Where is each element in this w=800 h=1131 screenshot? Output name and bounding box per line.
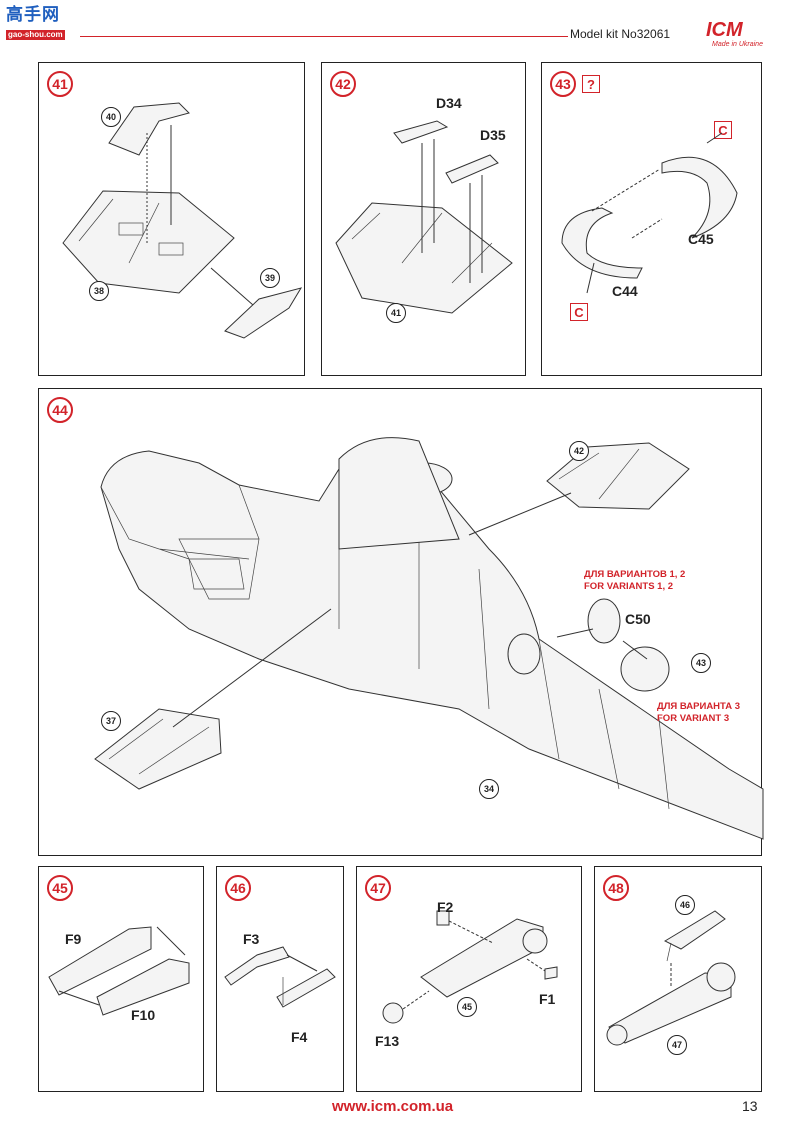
part-label-c44: C44 <box>612 283 638 299</box>
step-46-drawing <box>224 946 336 1008</box>
part-label-c45: C45 <box>688 231 714 247</box>
step-number-44: 44 <box>47 397 73 423</box>
step-48-drawing <box>606 910 736 1046</box>
step-47-panel: 47 F2 F1 F13 45 <box>356 866 582 1092</box>
step-number-47: 47 <box>365 875 391 901</box>
part-label-f9: F9 <box>65 931 82 947</box>
brand-tagline: Made in Ukraine <box>712 41 763 48</box>
note-variants-1-2: ДЛЯ ВАРИАНТОВ 1, 2 FOR VARIANTS 1, 2 <box>584 569 685 593</box>
part-badge-45: 45 <box>457 997 477 1017</box>
step-48-panel: 48 46 47 <box>594 866 762 1092</box>
step-46-panel: 46 F3 F4 <box>216 866 344 1092</box>
note-variant-3-en: FOR VARIANT 3 <box>657 713 730 724</box>
hint-box: ? <box>582 75 600 93</box>
brand-logo: ICM Made in Ukraine <box>706 20 776 52</box>
brand-logo-text: ICM <box>706 19 743 41</box>
part-label-f2: F2 <box>437 899 454 915</box>
part-badge-43: 43 <box>691 653 711 673</box>
step-number-46: 46 <box>225 875 251 901</box>
part-label-c50: C50 <box>625 611 651 627</box>
note-variants-1-2-en: FOR VARIANTS 1, 2 <box>584 581 674 592</box>
part-badge-41: 41 <box>386 303 406 323</box>
step-44-panel: 44 42 43 37 34 C50 ДЛЯ ВАРИАНТОВ 1, 2 FO… <box>38 388 764 856</box>
step-43-panel: 43 ? C C45 C44 C <box>541 62 762 376</box>
page-number: 13 <box>742 1098 758 1114</box>
header-rule <box>80 36 568 37</box>
step-number-43: 43 <box>550 71 576 97</box>
step-45-drawing <box>48 926 190 1016</box>
site-logo: 高手网 gao-shou.com <box>6 6 76 42</box>
step-45-panel: 45 F9 F10 <box>38 866 204 1092</box>
site-logo-text: 高手网 <box>6 5 60 24</box>
step-number-48: 48 <box>603 875 629 901</box>
part-label-f4: F4 <box>291 1029 308 1045</box>
site-logo-sub: gao-shou.com <box>6 30 65 40</box>
part-label-f13: F13 <box>375 1033 400 1049</box>
step-number-42: 42 <box>330 71 356 97</box>
step-number-41: 41 <box>47 71 73 97</box>
model-kit-number: Model kit No32061 <box>570 27 671 41</box>
step-41-drawing <box>62 102 303 339</box>
step-42-panel: 42 D34 D35 41 <box>321 62 526 376</box>
part-label-f10: F10 <box>131 1007 156 1023</box>
step-41-panel: 41 40 38 39 <box>38 62 305 376</box>
note-variants-1-2-ru: ДЛЯ ВАРИАНТОВ 1, 2 <box>584 569 686 580</box>
step-42-drawing <box>335 120 513 314</box>
step-44-drawing <box>94 437 764 840</box>
part-badge-46: 46 <box>675 895 695 915</box>
color-code-bottom: C <box>570 303 588 321</box>
step-number-45: 45 <box>47 875 73 901</box>
part-badge-34: 34 <box>479 779 499 799</box>
part-label-d34: D34 <box>436 95 462 111</box>
color-code-top: C <box>714 121 732 139</box>
note-variant-3: ДЛЯ ВАРИАНТА 3 FOR VARIANT 3 <box>657 701 740 725</box>
part-badge-42: 42 <box>569 441 589 461</box>
part-badge-47: 47 <box>667 1035 687 1055</box>
step-47-drawing <box>382 910 558 1024</box>
part-badge-38: 38 <box>89 281 109 301</box>
part-badge-40: 40 <box>101 107 121 127</box>
step-43-drawing <box>561 132 738 294</box>
part-label-f3: F3 <box>243 931 260 947</box>
part-badge-37: 37 <box>101 711 121 731</box>
part-badge-39: 39 <box>260 268 280 288</box>
note-variant-3-ru: ДЛЯ ВАРИАНТА 3 <box>657 701 741 712</box>
footer-url[interactable]: www.icm.com.ua <box>332 1098 454 1115</box>
part-label-d35: D35 <box>480 127 506 143</box>
part-label-f1: F1 <box>539 991 556 1007</box>
